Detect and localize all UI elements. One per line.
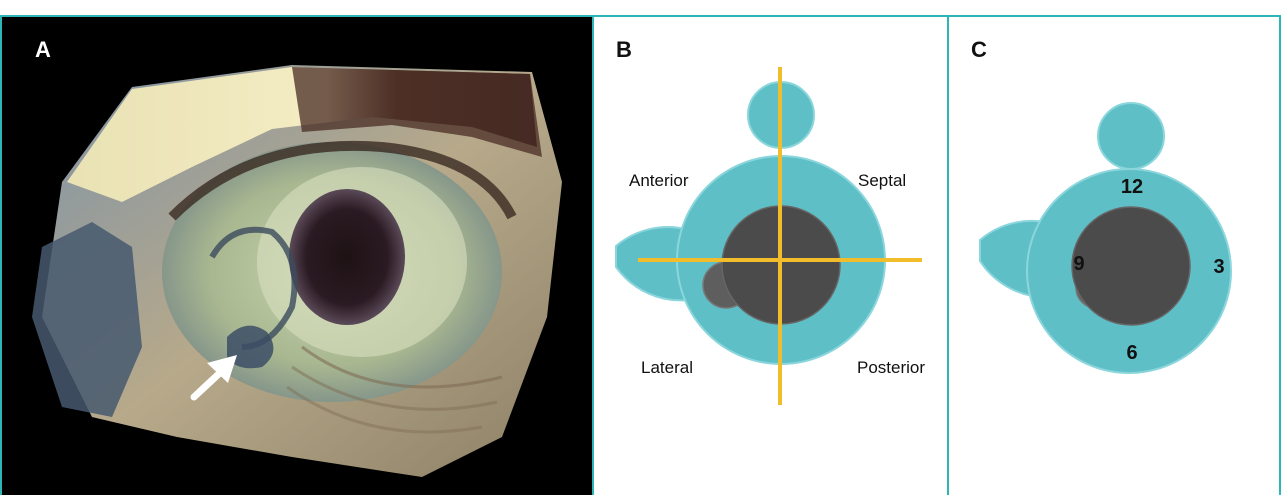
label-septal: Septal — [858, 171, 906, 190]
clock-diagram: 12 3 6 9 — [949, 17, 1279, 495]
clock-label-12: 12 — [1121, 176, 1143, 198]
panel-b-letter: B — [616, 37, 632, 63]
clock-label-9: 9 — [1073, 253, 1084, 275]
label-lateral: Lateral — [641, 358, 693, 377]
teal-shapes — [616, 82, 885, 364]
clock-label-3: 3 — [1213, 256, 1224, 278]
panel-b: Anterior Septal Lateral Posterior B — [594, 17, 949, 495]
label-posterior: Posterior — [857, 358, 925, 377]
echo-image — [2, 17, 592, 495]
panel-c-letter: C — [971, 37, 987, 63]
orifice-circle — [1072, 207, 1190, 325]
clock-label-6: 6 — [1126, 342, 1137, 364]
panel-a-letter: A — [35, 37, 51, 63]
orientation-diagram: Anterior Septal Lateral Posterior — [594, 17, 947, 495]
tissue-block — [32, 65, 562, 477]
panel-a: A — [0, 17, 594, 495]
aortic-root-circle — [1098, 103, 1164, 169]
panel-c: 12 3 6 9 C — [949, 17, 1281, 495]
label-anterior: Anterior — [629, 171, 689, 190]
